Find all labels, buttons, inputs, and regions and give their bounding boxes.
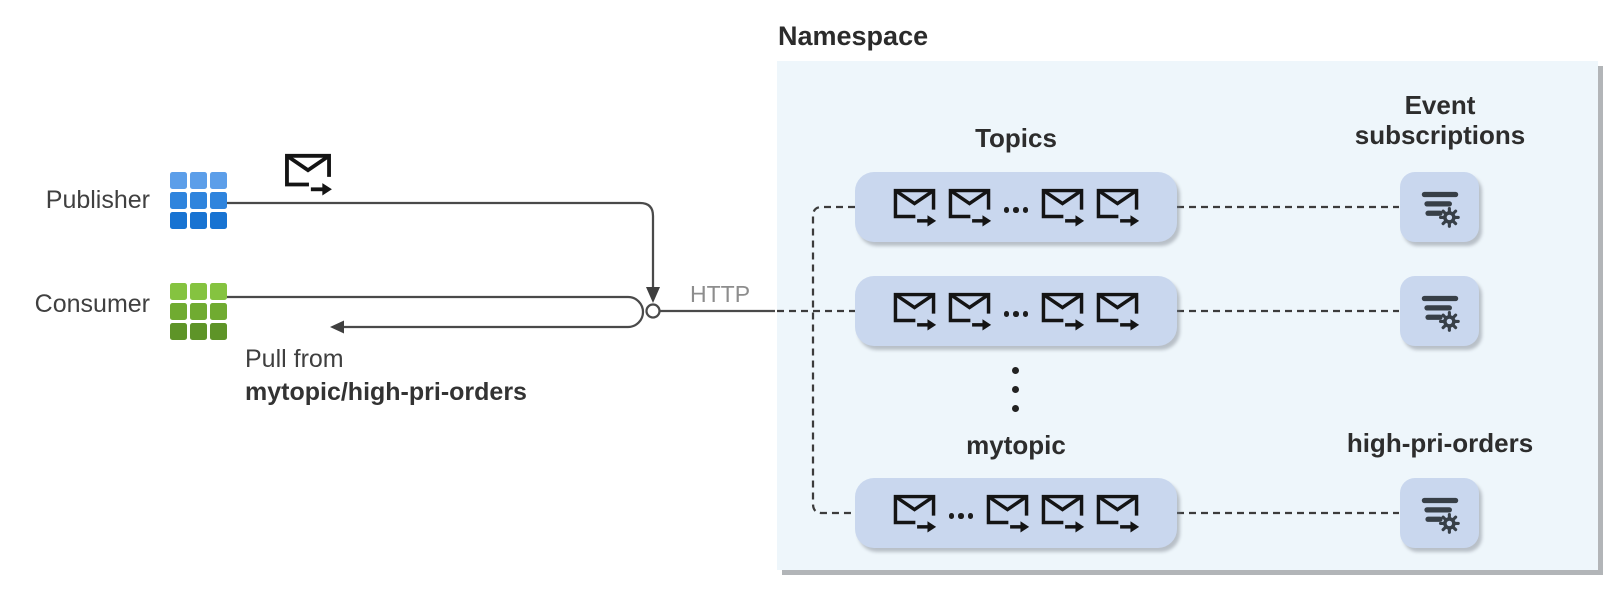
event-subscription-icon-3	[1400, 478, 1479, 548]
topic-row-1	[855, 172, 1177, 242]
ellipsis-dots	[1003, 207, 1029, 213]
ellipsis-dots	[1003, 311, 1029, 317]
pull-from-text: Pull from	[245, 345, 344, 373]
filter-gear-icon	[1421, 191, 1460, 228]
envelope-arrow-icon	[1041, 494, 1085, 533]
high-pri-orders-heading: high-pri-orders	[1346, 428, 1534, 458]
consumer-pull-arrow	[227, 295, 645, 334]
filter-gear-icon	[1421, 295, 1460, 332]
filter-gear-icon	[1421, 497, 1460, 534]
envelope-arrow-icon	[1096, 188, 1140, 227]
namespace-title: Namespace	[778, 21, 929, 51]
envelope-arrow-icon	[285, 153, 332, 196]
topic-row-mytopic	[855, 478, 1177, 548]
publisher-app-icon	[170, 172, 227, 229]
http-endpoint-circle	[645, 303, 661, 319]
event-subscription-icon-1	[1400, 172, 1479, 242]
pull-caption: Pull from mytopic/high-pri-orders	[245, 343, 527, 409]
pull-topic-path-text: mytopic/high-pri-orders	[245, 378, 527, 406]
consumer-app-icon	[170, 283, 227, 340]
envelope-arrow-icon	[948, 292, 991, 331]
publisher-label: Publisher	[45, 186, 150, 214]
envelope-arrow-icon	[1096, 494, 1140, 533]
event-subscription-icon-2	[1400, 276, 1479, 346]
vertical-ellipsis-dots	[1012, 367, 1019, 412]
publisher-flow-arrow	[227, 201, 660, 303]
http-label: HTTP	[690, 281, 751, 307]
event-subscriptions-heading: Event subscriptions	[1354, 90, 1526, 150]
envelope-arrow-icon	[893, 292, 936, 331]
envelope-arrow-icon	[893, 494, 936, 533]
envelope-arrow-icon	[1041, 292, 1085, 331]
envelope-arrow-icon	[1041, 188, 1085, 227]
envelope-arrow-icon	[948, 188, 991, 227]
envelope-arrow-icon	[986, 494, 1030, 533]
envelope-arrow-icon	[1096, 292, 1140, 331]
mytopic-heading: mytopic	[966, 430, 1066, 460]
topics-heading: Topics	[975, 123, 1057, 153]
ellipsis-dots	[948, 513, 974, 519]
topic-row-2	[855, 276, 1177, 346]
message-envelope-icon	[283, 152, 333, 201]
envelope-arrow-icon	[893, 188, 936, 227]
consumer-label: Consumer	[34, 290, 150, 318]
